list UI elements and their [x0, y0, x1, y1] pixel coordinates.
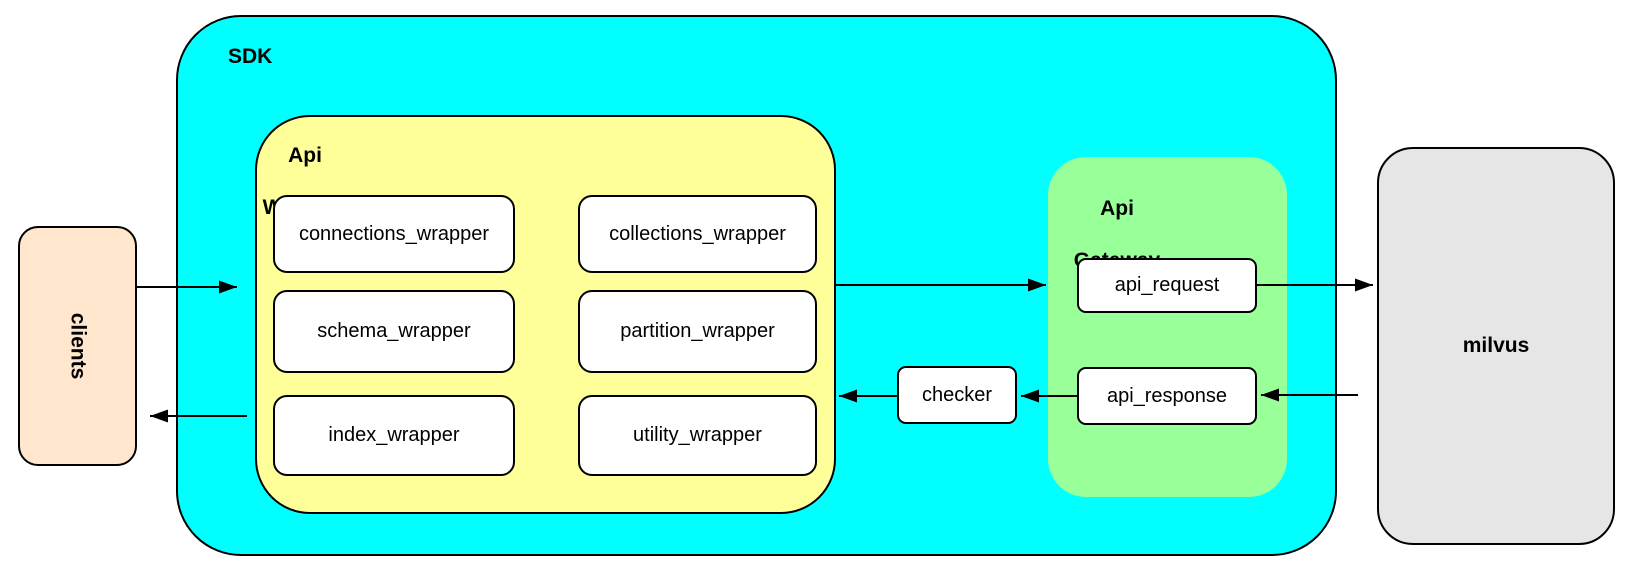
api-response-box: api_response: [1077, 367, 1257, 425]
milvus-label: milvus: [1462, 334, 1530, 357]
wrapper-box-partition: partition_wrapper: [578, 290, 817, 373]
wrapper-box-utility: utility_wrapper: [578, 395, 817, 476]
wrapper-box-connections: connections_wrapper: [273, 195, 515, 273]
api-wrapper-label-line1: Api: [288, 144, 322, 167]
api-gateway-container: [1048, 157, 1287, 497]
api-request-box: api_request: [1077, 258, 1257, 313]
wrapper-box-schema: schema_wrapper: [273, 290, 515, 373]
checker-box: checker: [897, 366, 1017, 424]
clients-label: clients: [66, 312, 90, 380]
wrapper-box-index: index_wrapper: [273, 395, 515, 476]
milvus-box: milvus: [1377, 147, 1615, 545]
wrapper-box-collections: collections_wrapper: [578, 195, 817, 273]
sdk-label: SDK: [228, 45, 273, 68]
clients-box: clients: [18, 226, 137, 466]
api-gateway-label-line1: Api: [1100, 197, 1134, 220]
